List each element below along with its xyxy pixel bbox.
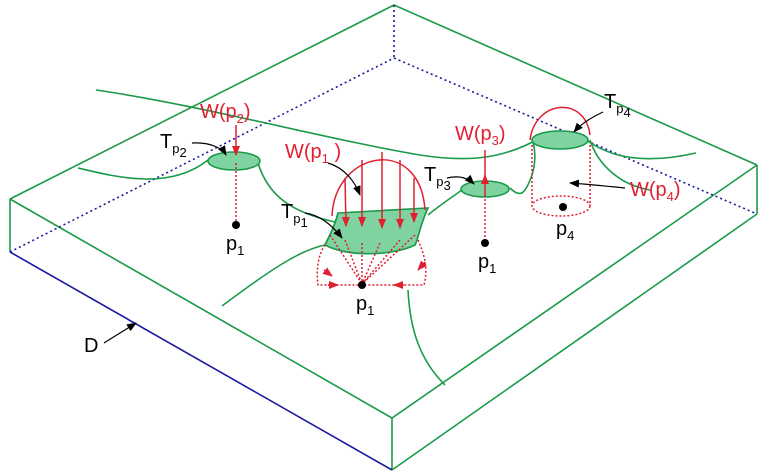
t-p2-region [207,151,261,171]
t-p2-pointer [191,142,227,156]
top-face-edge-front [9,164,758,419]
w-p4-cylinder [531,145,591,217]
t-p1-region [323,207,430,255]
d-label: D [84,335,98,357]
w-p4-pointer [569,179,626,189]
fan-arrow-left [322,267,333,277]
front-descending-curve [407,289,446,386]
critical-points [232,203,567,289]
top-face-edge [9,4,758,200]
w-p2-label: W(p2) [200,101,251,126]
w-p1-pointer [327,162,361,196]
d-pointer [103,322,137,344]
right-bottom-edge [391,213,758,471]
w-p1-label: W(p1 ) [285,141,341,166]
p1-right-label: p1 [478,251,496,276]
p1-center-label: p1 [356,293,374,318]
hidden-back-left-edge [9,57,395,253]
t-p4-pointer [573,111,604,133]
bottom-edge-d [9,251,393,471]
p1-center-point [358,281,366,289]
w-p1-dome [331,159,426,217]
left-front-curve [221,244,326,307]
right-curve-upper [584,138,697,160]
surface-curves [77,89,697,386]
p4-point [559,203,567,211]
p4-label: p4 [556,218,574,243]
t-p2-label: Tp2 [160,131,187,160]
slab-box [9,4,758,471]
hidden-back-right-edge [393,57,758,215]
t-p4-label: Tp4 [604,91,631,120]
p1-left-point [232,221,240,229]
right-curve-lower [589,139,651,191]
left-curve-upper [77,159,209,180]
w-p4-dome [529,106,591,141]
t-p4-region [531,130,589,150]
p1-left-label: p1 [226,233,244,258]
t-p1-pointer [304,212,343,239]
t-p3-pointer [446,174,475,185]
p1-right-point [481,239,489,247]
t-regions [207,130,589,255]
fan-arrow-right [417,260,427,271]
t-p1-label: Tp1 [281,201,308,230]
w-p1-flow-1 [341,177,350,227]
stable-manifolds [232,106,591,289]
w-p3-label: W(p3) [455,123,506,148]
w-p4-label: W(p4) [630,179,681,204]
pointer-arrows [103,111,626,344]
t-p3-label: Tp3 [424,164,451,193]
back-curve [95,89,541,160]
w-p1-fan [316,234,427,286]
tp1-to-tp3-curve [427,189,463,216]
